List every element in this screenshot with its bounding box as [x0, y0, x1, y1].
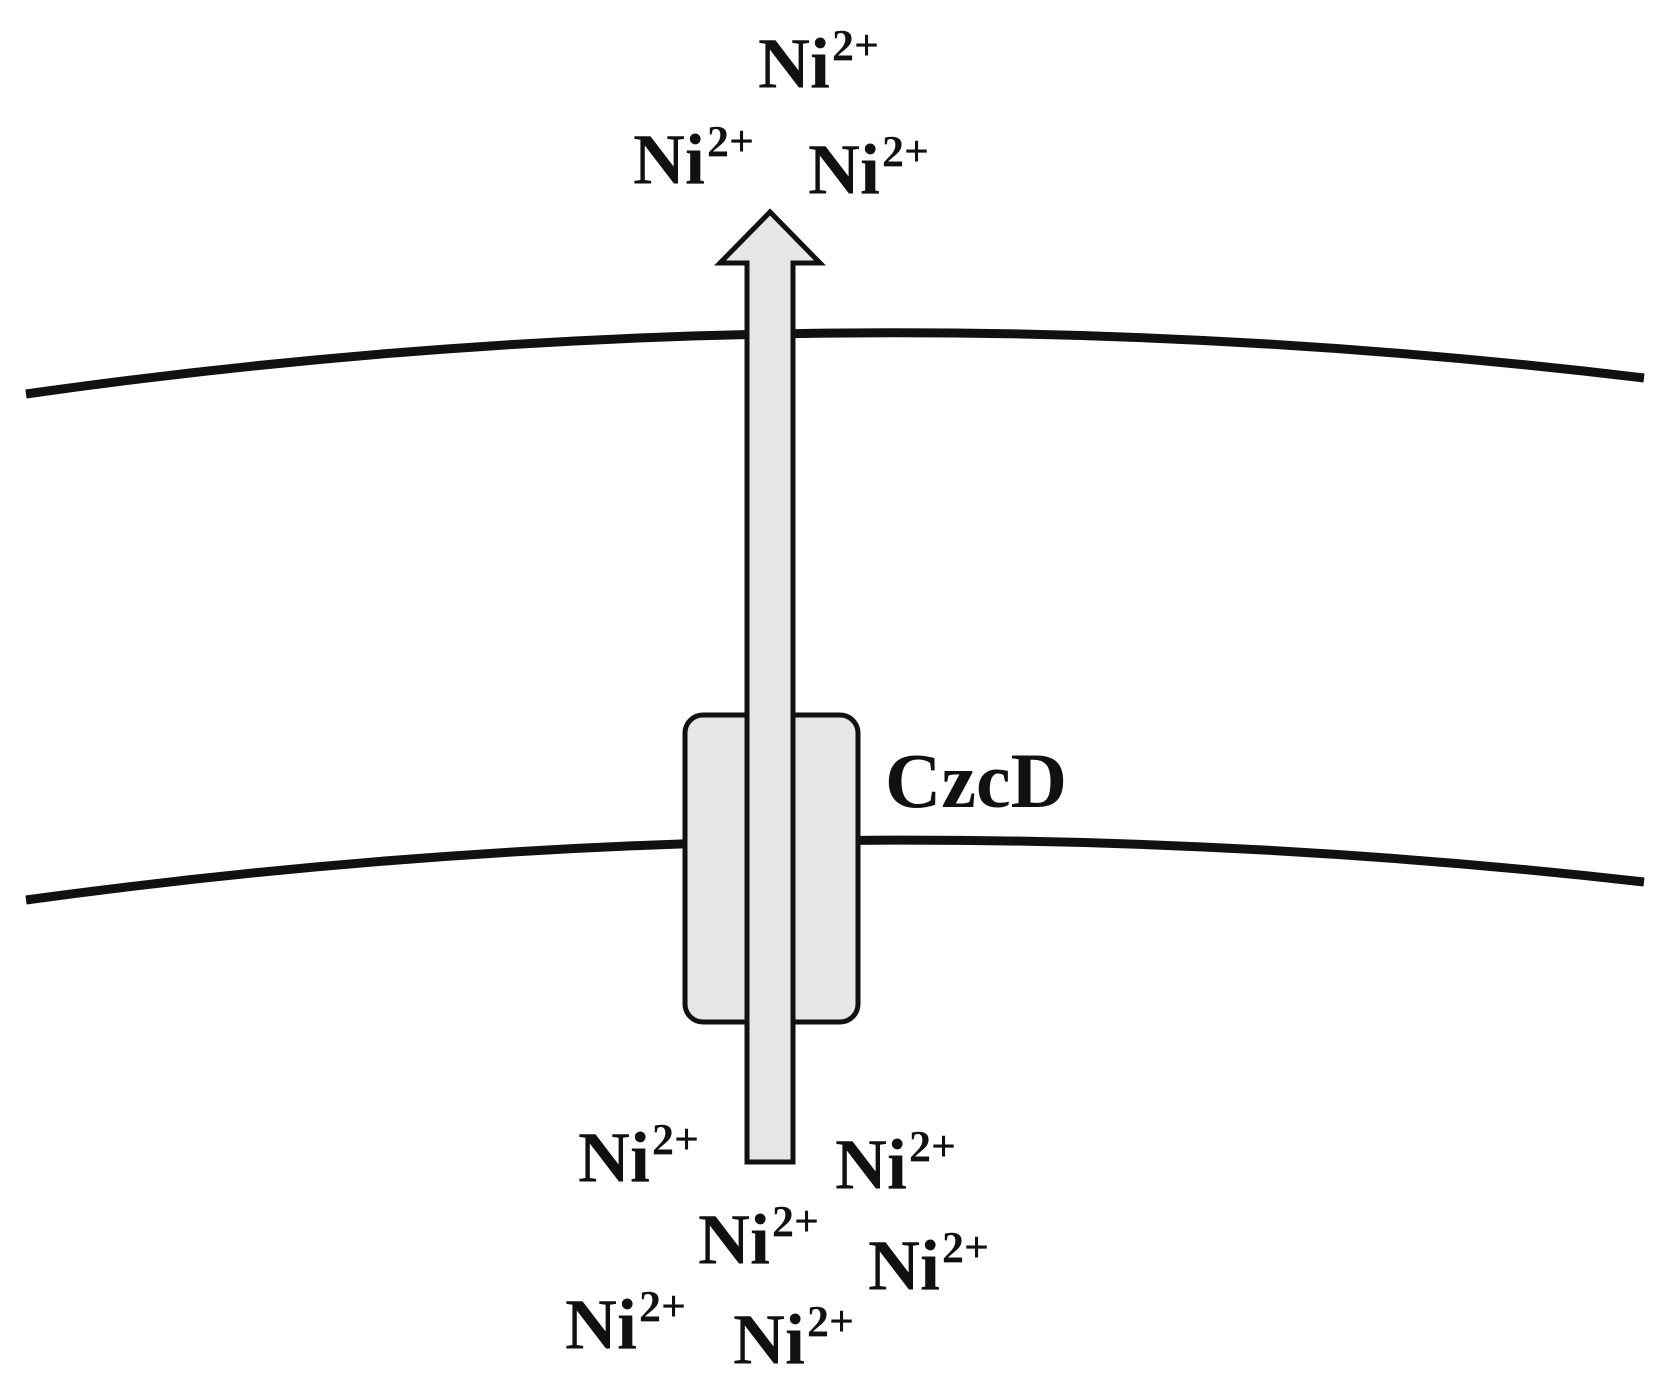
- protein-label: CzcD: [885, 737, 1067, 824]
- outer-membrane: [25, 328, 1645, 399]
- ion-label: Ni2+: [835, 1122, 957, 1205]
- ion-label: Ni2+: [633, 117, 755, 200]
- efflux-arrow: [714, 208, 826, 1165]
- ion-label: Ni2+: [578, 1115, 700, 1198]
- ion-label: Ni2+: [868, 1223, 990, 1306]
- ion-label: Ni2+: [733, 1297, 855, 1380]
- ion-label: Ni2+: [808, 127, 930, 210]
- ion-label: Ni2+: [698, 1197, 820, 1280]
- ion-label: Ni2+: [565, 1282, 687, 1365]
- ion-label: Ni2+: [758, 21, 880, 104]
